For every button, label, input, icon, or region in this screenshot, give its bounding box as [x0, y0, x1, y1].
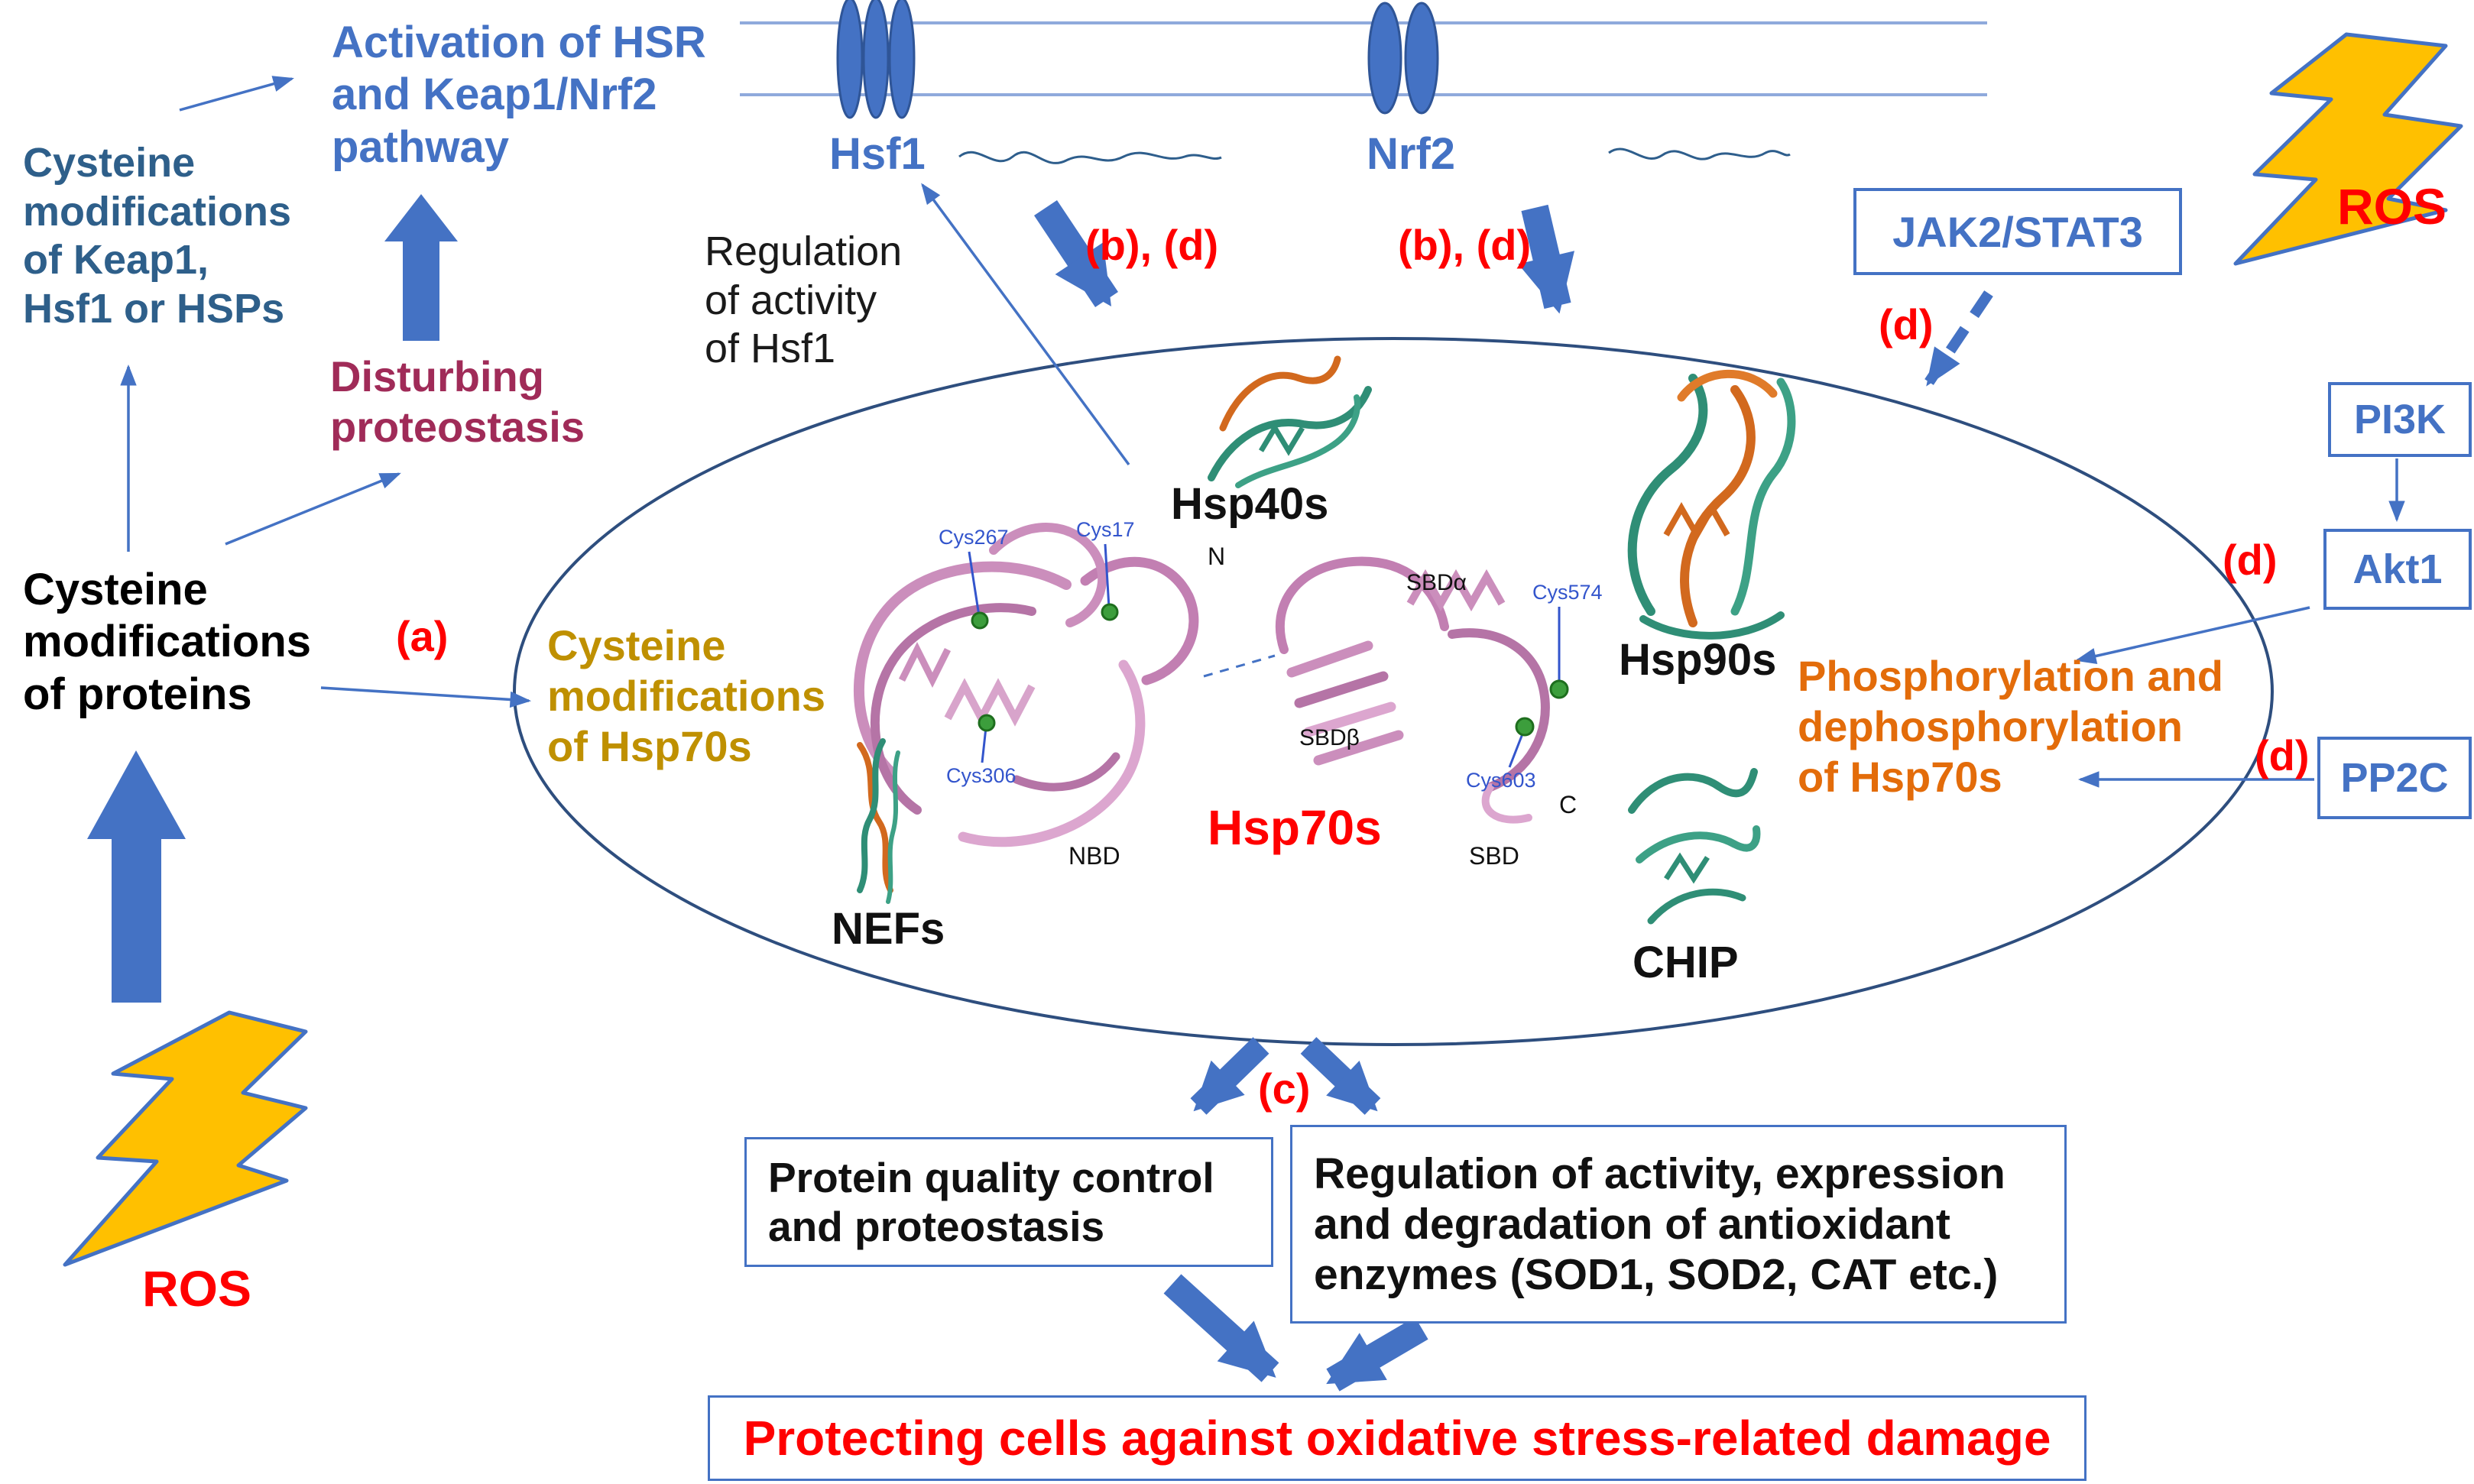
hsp70s-label: Hsp70s	[1208, 800, 1382, 855]
ros-label-top: ROS	[2337, 178, 2447, 235]
activation-hsr-label: Activation of HSR and Keap1/Nrf2 pathway	[332, 18, 706, 172]
cys306-site-dot	[978, 714, 996, 732]
cys574-site-dot	[1549, 679, 1569, 699]
residue-cys574-label: Cys574	[1532, 581, 1603, 604]
domain-nbd-label: NBD	[1068, 842, 1120, 870]
cysteine-site-markers	[968, 543, 1569, 768]
akt1-box: Akt1	[2323, 529, 2472, 610]
hsp40s-structure	[1208, 355, 1372, 488]
hsp70-interdomain-linker	[1203, 654, 1276, 678]
domain-c-label: C	[1559, 791, 1577, 818]
domain-n-label: N	[1208, 543, 1226, 570]
nefs-structure	[857, 738, 900, 904]
regulation-hsf1-label: Regulation of activity of Hsf1	[705, 228, 903, 372]
annotation-bd-right: (b), (d)	[1398, 221, 1532, 269]
domain-sbdb-label: SBDβ	[1299, 725, 1360, 750]
ros-lightning-icon-bottom	[63, 1010, 308, 1267]
keap1-to-activation-arrow	[179, 76, 294, 112]
jak2-stat3-box: JAK2/STAT3	[1853, 188, 2182, 275]
protecting-cells-box: Protecting cells against oxidative stres…	[708, 1395, 2087, 1481]
annotation-d-jak2: (d)	[1879, 300, 1934, 348]
ros-label-bottom: ROS	[142, 1260, 252, 1317]
cysteine-proteins-label: Cysteine modifications of proteins	[23, 565, 312, 719]
protein-quality-control-box: Protein quality control and proteostasis	[744, 1137, 1273, 1267]
cysteine-hsp70-label: Cysteine modifications of Hsp70s	[547, 621, 826, 771]
pqc-to-protect-fat-arrow	[1163, 1274, 1279, 1382]
residue-cys306-label: Cys306	[946, 764, 1017, 787]
hsp70-to-hsf1-arrow	[921, 183, 1130, 466]
hsf1-to-ellipse-fat-arrow	[1034, 200, 1118, 307]
residue-cys267-label: Cys267	[939, 526, 1009, 549]
akt1-to-phospho-arrow	[2075, 606, 2310, 665]
ros-to-cysteine-block-arrow	[87, 750, 186, 1003]
nrf2-channel-icon	[1367, 2, 1439, 115]
hsf1-unfolded-protein-squiggle	[958, 151, 1222, 164]
hsp70s-sbd-structure	[1275, 556, 1550, 824]
hsp70s-nbd-structure	[853, 523, 1199, 847]
cys603-site-dot	[1515, 717, 1535, 737]
domain-sbd-label: SBD	[1469, 842, 1519, 870]
ellipse-to-pqc-fat-arrow	[1190, 1037, 1269, 1115]
cysproteins-to-proteostasis-arrow	[225, 472, 401, 546]
jak2-to-ellipse-dashed-arrow	[1924, 290, 1993, 387]
nrf2-label: Nrf2	[1367, 129, 1456, 179]
regulation-to-protect-fat-arrow	[1326, 1317, 1428, 1392]
chip-label: CHIP	[1633, 938, 1739, 987]
chip-structure	[1628, 768, 1761, 925]
cys17-site-dot	[1101, 603, 1119, 621]
nefs-label: NEFs	[832, 904, 945, 954]
nrf2-to-ellipse-fat-arrow	[1518, 204, 1575, 314]
hsp90s-label: Hsp90s	[1619, 635, 1777, 685]
annotation-d-pp2c: (d)	[2255, 731, 2310, 779]
disturbing-proteostasis-label: Disturbing proteostasis	[330, 352, 585, 452]
hsf1-label: Hsf1	[829, 129, 926, 179]
residue-cys603-label: Cys603	[1466, 769, 1536, 792]
domain-sbda-label: SBDα	[1406, 570, 1467, 595]
annotation-d-akt1: (d)	[2223, 536, 2278, 584]
hsp40s-label: Hsp40s	[1171, 479, 1329, 529]
cell-membrane	[740, 0, 1987, 164]
hsf1-channel-icon	[836, 0, 916, 119]
cysteine-keap1-label: Cysteine modifications of Keap1, Hsf1 or…	[23, 140, 292, 332]
nrf2-unfolded-protein-squiggle	[1608, 147, 1791, 160]
cysproteins-to-hsp70-arrow	[320, 686, 532, 708]
ellipse-to-regulation-fat-arrow	[1300, 1037, 1381, 1115]
annotation-a: (a)	[396, 612, 449, 660]
antioxidant-regulation-box: Regulation of activity, expression and d…	[1290, 1125, 2067, 1324]
annotation-bd-left: (b), (d)	[1085, 221, 1219, 269]
proteostasis-to-hsr-block-arrow	[384, 194, 458, 341]
annotation-c: (c)	[1258, 1064, 1311, 1113]
cys267-site-dot	[971, 611, 989, 630]
hsp90s-structure	[1627, 369, 1796, 640]
phosphorylation-label: Phosphorylation and dephosphorylation of…	[1798, 652, 2223, 802]
pi3k-box: PI3K	[2328, 382, 2472, 457]
residue-cys17-label: Cys17	[1076, 518, 1135, 541]
ros-lightning-icon-top	[2233, 32, 2463, 266]
pp2c-box: PP2C	[2317, 737, 2472, 819]
